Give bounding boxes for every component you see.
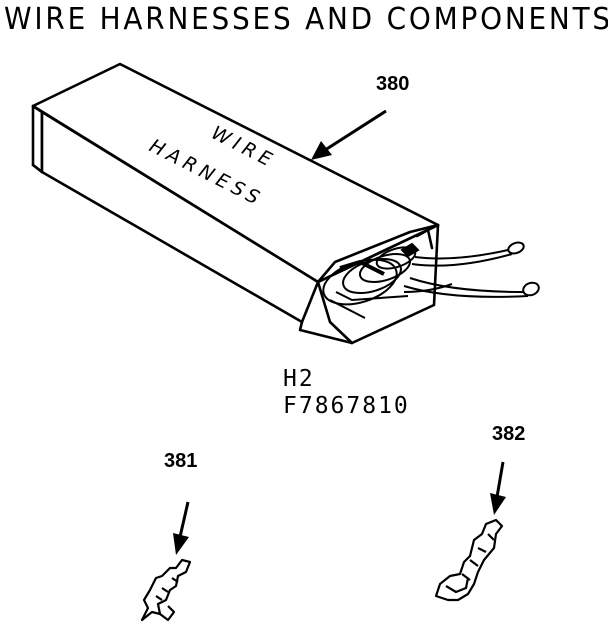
terminal-382-icon	[434, 518, 504, 602]
ref-380-arrow	[311, 109, 387, 160]
terminal-381-icon	[140, 558, 192, 622]
part-code: H2	[283, 366, 315, 392]
ref-382-label: 382	[492, 423, 526, 445]
part-number: F7867810	[283, 393, 410, 419]
diagram-title: WIRE HARNESSES AND COMPONENTS	[4, 2, 608, 37]
ref-381-label: 381	[164, 450, 198, 472]
ref-382-arrow	[490, 461, 506, 515]
ref-381-arrow	[173, 501, 190, 555]
wire-harness-box	[31, 62, 440, 345]
harness-wires	[322, 241, 540, 319]
ref-380-label: 380	[376, 73, 410, 95]
